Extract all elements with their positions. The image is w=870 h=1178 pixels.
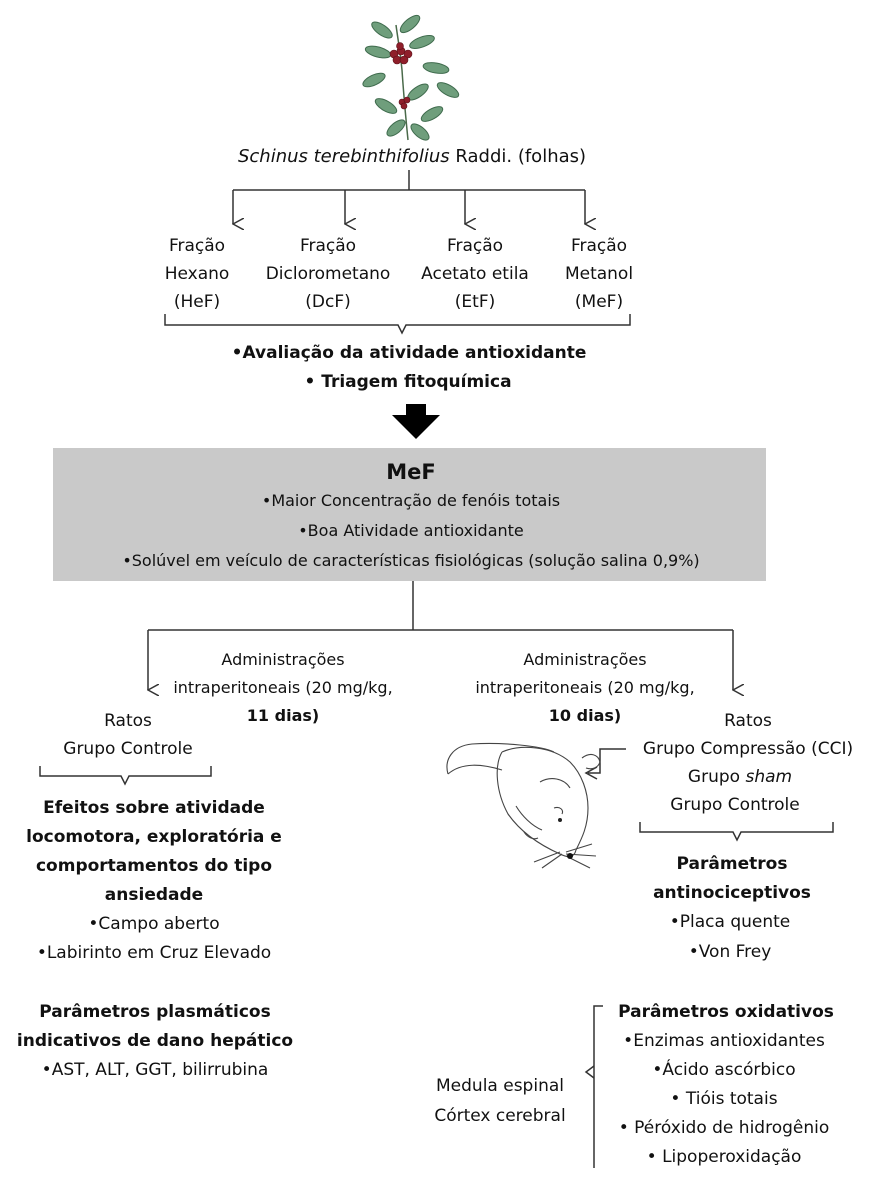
fraction-name: Hexano xyxy=(164,264,230,284)
plasma-title: Parâmetros plasmáticos xyxy=(39,1002,271,1022)
down-arrow-icon xyxy=(392,404,440,439)
right-brace xyxy=(639,822,834,842)
species-name: Schinus terebinthifolius xyxy=(237,146,450,167)
fraction-label: Fração xyxy=(299,236,357,256)
effects-title: comportamentos do tipo xyxy=(35,856,273,876)
plasma-items: •AST, ALT, GGT, bilirrubina xyxy=(41,1060,269,1080)
mef-summary-box xyxy=(53,448,766,581)
fraction-name: Diclorometano xyxy=(265,264,391,284)
fraction-label: Fração xyxy=(168,236,226,256)
sham-italic: sham xyxy=(745,767,793,787)
antinociceptive-title: antinociceptivos xyxy=(653,883,811,903)
plant-sprig-icon xyxy=(362,14,460,141)
plasma-title: indicativos de dano hepático xyxy=(16,1031,294,1051)
antinociceptive-item: •Von Frey xyxy=(688,942,772,962)
right-admin-duration: 10 dias) xyxy=(548,706,622,725)
fraction-abbr: (MeF) xyxy=(574,292,624,312)
antioxidant-evaluation: •Avaliação da atividade antioxidante xyxy=(231,343,587,363)
behavior-test: •Labirinto em Cruz Elevado xyxy=(36,943,272,963)
left-admin-text: Administrações xyxy=(221,650,345,669)
sham-prefix: Grupo xyxy=(687,767,746,787)
mef-point: •Solúvel em veículo de características f… xyxy=(122,551,700,570)
fraction-label: Fração xyxy=(446,236,504,256)
left-group-label: Ratos xyxy=(104,711,152,731)
tissue-label: Medula espinal xyxy=(436,1076,564,1096)
right-admin-text: intraperitoneais (20 mg/kg, xyxy=(475,678,695,697)
left-group-label: Grupo Controle xyxy=(63,739,193,759)
effects-title: Efeitos sobre atividade xyxy=(43,798,265,818)
phytochemical-screening: • Triagem fitoquímica xyxy=(304,372,512,392)
species-suffix: Raddi. (folhas) xyxy=(449,146,587,167)
species-label: Schinus terebinthifolius Raddi. (folhas) xyxy=(238,148,586,166)
fraction-name: Acetato etila xyxy=(421,264,529,284)
right-group-label: Ratos xyxy=(724,711,772,731)
fraction-abbr: (EtF) xyxy=(454,292,496,312)
oxidative-item: • Tióis totais xyxy=(670,1089,778,1109)
oxidative-item: • Péróxido de hidrogênio xyxy=(618,1118,830,1138)
oxidative-item: •Ácido ascórbico xyxy=(652,1060,796,1080)
fraction-name: Metanol xyxy=(564,264,634,284)
antinociceptive-title: Parâmetros xyxy=(676,854,788,874)
oxidative-item: •Enzimas antioxidantes xyxy=(623,1031,825,1051)
left-admin-duration: 11 dias) xyxy=(246,706,320,725)
oxidative-bracket xyxy=(593,1005,603,1168)
oxidative-title: Parâmetros oxidativos xyxy=(618,1002,834,1022)
cci-group-label: Grupo Compressão (CCI) xyxy=(642,739,854,759)
sham-group-label: Grupo sham xyxy=(688,769,792,786)
right-admin-text: Administrações xyxy=(523,650,647,669)
effects-title: locomotora, exploratória e xyxy=(26,827,282,847)
right-group-label: Grupo Controle xyxy=(670,795,800,815)
mef-point: •Maior Concentração de fenóis totais xyxy=(261,491,561,510)
fraction-label: Fração xyxy=(570,236,628,256)
left-admin-text: intraperitoneais (20 mg/kg, xyxy=(173,678,393,697)
mef-point: •Boa Atividade antioxidante xyxy=(298,521,524,540)
antinociceptive-item: •Placa quente xyxy=(669,912,791,932)
fraction-abbr: (HeF) xyxy=(173,292,221,312)
oxidative-item: • Lipoperoxidação xyxy=(646,1147,802,1167)
mef-title: MeF xyxy=(386,460,436,484)
tissue-label: Córtex cerebral xyxy=(434,1106,566,1126)
effects-title: ansiedade xyxy=(104,885,204,905)
behavior-test: •Campo aberto xyxy=(88,914,220,934)
fractions-brace xyxy=(164,314,631,335)
fraction-abbr: (DcF) xyxy=(305,292,351,312)
left-brace xyxy=(39,766,212,786)
rat-illustration-icon xyxy=(446,742,601,869)
